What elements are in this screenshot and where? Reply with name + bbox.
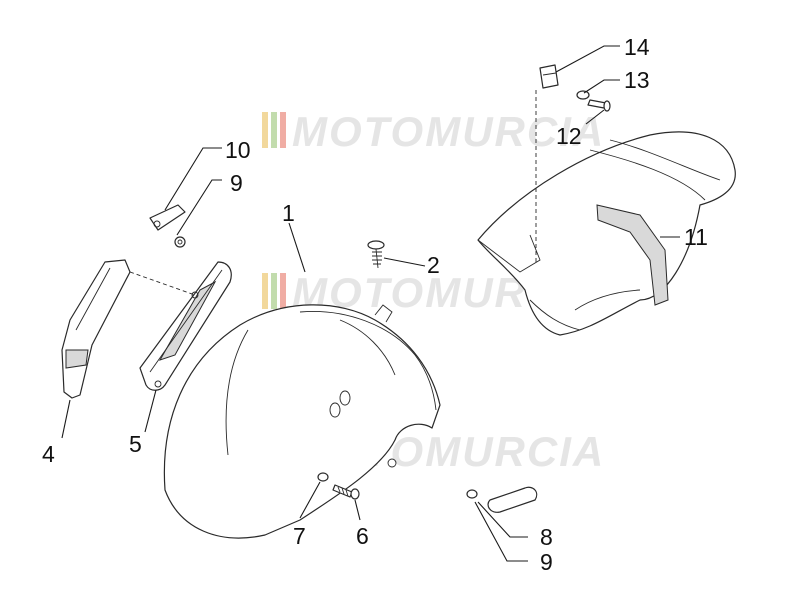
callout-1: 1 [282,200,295,226]
callout-labels: 1 2 4 5 6 7 8 9 9 10 11 12 13 14 [42,34,708,575]
leader-line [477,501,528,538]
callout-12: 12 [556,123,582,149]
leader-line [299,481,321,519]
watermark-stripe-red [280,273,286,309]
leader-line [383,257,426,267]
small-washer-part [466,489,478,499]
leader-line [61,399,71,439]
leader-line [583,79,620,94]
front-fender-part [163,304,441,539]
callout-8: 8 [540,524,553,550]
watermark-top: MOTOMURCIA [262,108,605,155]
leader-line [555,45,620,73]
leader-lines [61,45,680,562]
watermark-text: MOTOMURCIA [292,108,605,155]
watermark-stripe-green [271,273,277,309]
callout-4: 4 [42,441,55,467]
leader-line [288,222,306,273]
leader-line [144,389,157,433]
watermark-stripe-red [280,112,286,148]
washer-part [174,236,186,248]
clip-nut-part [539,64,559,89]
callout-9-top: 9 [230,170,243,196]
callout-5: 5 [129,431,142,457]
watermark-stripe-green [271,112,277,148]
leader-line [176,179,222,236]
callout-6: 6 [356,523,369,549]
callout-2: 2 [427,252,440,278]
reflector-left-part [61,259,131,399]
leader-line [164,147,222,211]
callout-10: 10 [225,137,251,163]
assembly-lines [129,90,537,296]
bracket-plate-part [149,204,186,231]
nut-washer-part [317,472,329,482]
reflector-right-part [139,261,232,391]
leader-line [354,499,361,521]
callout-13: 13 [624,67,650,93]
watermark-stripe-yellow [262,112,268,148]
callout-11: 11 [684,224,708,250]
callout-7: 7 [293,523,306,549]
small-washer-top-part [576,90,590,100]
small-reflector-part [487,486,538,513]
bolt-part [332,484,360,500]
watermark-stripe-yellow [262,273,268,309]
screw-part [367,240,385,269]
leader-line [474,501,528,562]
rear-fender-part [477,131,736,336]
callout-9-bottom: 9 [540,549,553,575]
top-screw-part [587,99,611,112]
leader-line [585,109,605,125]
callout-14: 14 [624,34,650,60]
